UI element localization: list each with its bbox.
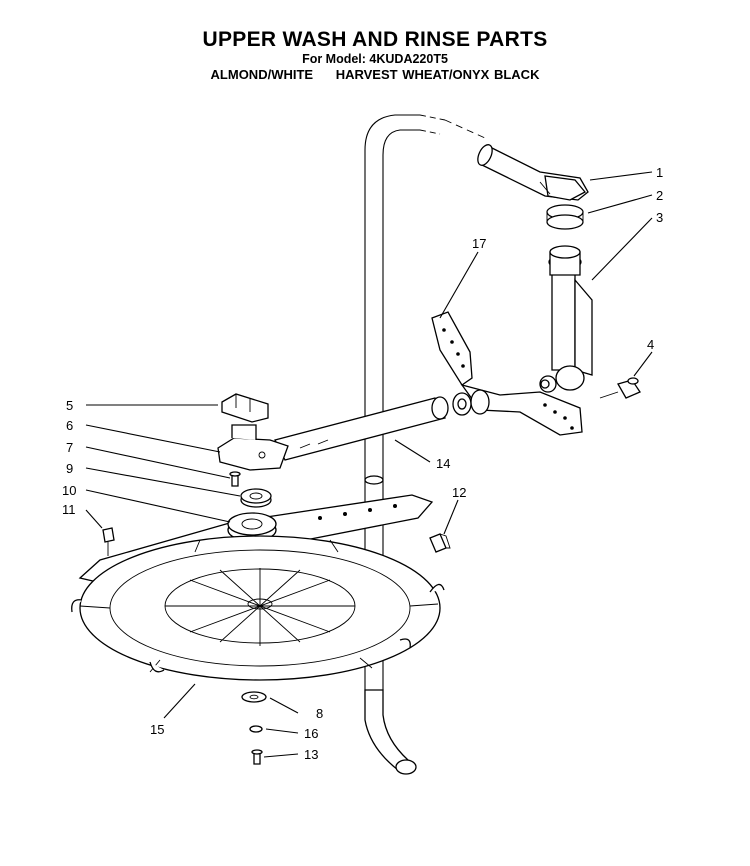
part-5-clip: [221, 393, 269, 423]
part-1-elbow-tube: [477, 144, 589, 201]
part-8-washer: [241, 691, 267, 703]
color-option-2: HARVEST WHEAT/ONYX BLACK: [335, 67, 540, 82]
leader-lines: [85, 171, 653, 758]
part-16-washer: [249, 725, 263, 733]
part-6-holder: [217, 424, 289, 471]
callout-4: 4: [647, 337, 654, 352]
callout-14: 14: [436, 456, 450, 471]
callout-16: 16: [304, 726, 318, 741]
part-12-clip: [429, 533, 451, 553]
model-line: For Model: 4KUDA220T5: [302, 52, 448, 66]
part-7-screw: [229, 471, 241, 487]
supply-tube-outline: [364, 114, 486, 775]
part-13-screw: [251, 749, 263, 765]
callout-7: 7: [66, 440, 73, 455]
part-15-ring-grid: [71, 535, 445, 681]
color-option-1: ALMOND/WHITE: [210, 67, 314, 82]
part-4-plug: [599, 377, 641, 399]
callout-12: 12: [452, 485, 466, 500]
callout-labels: 1 2 3 4 5 6 7 8 9 10 11 12 13 14 15 16 1…: [62, 165, 663, 762]
part-2-seal: [546, 204, 584, 230]
part-11-cap: [102, 527, 115, 556]
callout-2: 2: [656, 188, 663, 203]
part-9-bearing: [240, 488, 272, 508]
color-options: ALMOND/WHITE HARVEST WHEAT/ONYX BLACK: [0, 67, 750, 82]
part-3-manifold: [539, 245, 593, 393]
callout-3: 3: [656, 210, 663, 225]
callout-6: 6: [66, 418, 73, 433]
callout-17: 17: [472, 236, 486, 251]
part-14-feed-tube: [274, 389, 490, 461]
callout-5: 5: [66, 398, 73, 413]
callout-13: 13: [304, 747, 318, 762]
callout-8: 8: [316, 706, 323, 721]
callout-11: 11: [62, 502, 76, 517]
diagram-title: UPPER WASH AND RINSE PARTS: [202, 28, 548, 51]
callout-1: 1: [656, 165, 663, 180]
callout-10: 10: [62, 483, 76, 498]
callout-15: 15: [150, 722, 164, 737]
callout-9: 9: [66, 461, 73, 476]
part-17-bracket: [431, 311, 583, 436]
